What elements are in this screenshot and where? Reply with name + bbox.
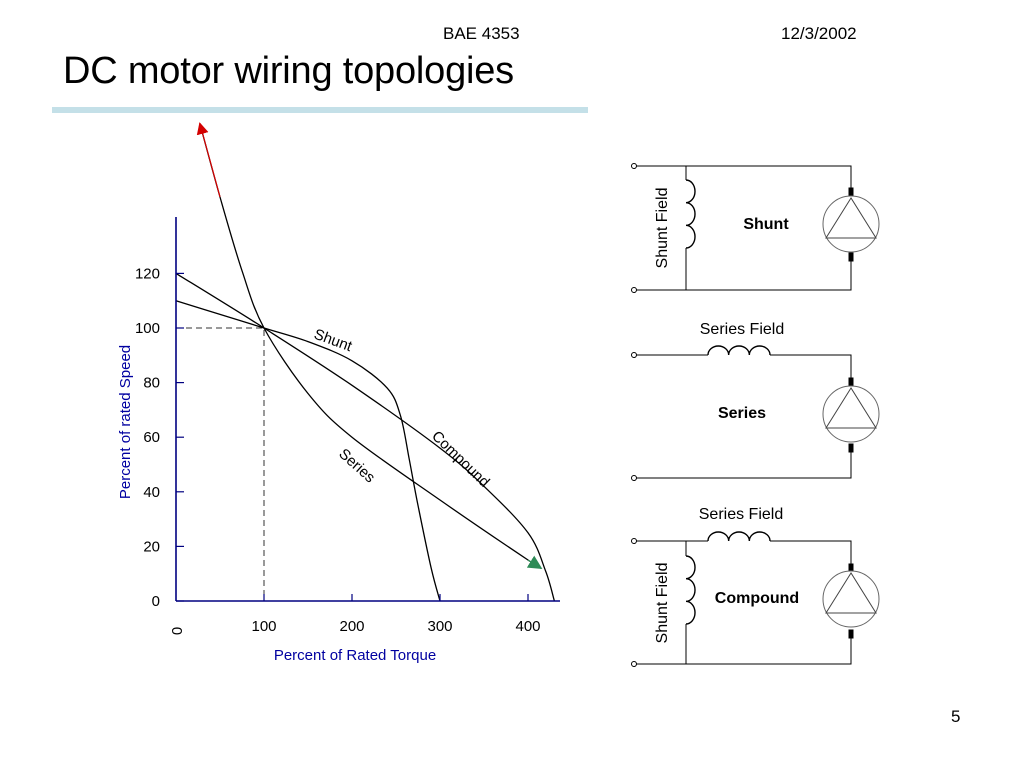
terminal xyxy=(631,661,637,667)
x-tick-label: 400 xyxy=(515,618,540,635)
y-tick-label: 40 xyxy=(143,484,160,501)
chart-curves xyxy=(175,122,556,602)
page-number: 5 xyxy=(951,707,961,726)
shunt-field-label: Shunt Field xyxy=(654,563,671,644)
curve-series xyxy=(196,122,542,569)
y-tick-label: 60 xyxy=(143,429,160,446)
series-coil xyxy=(707,531,771,542)
shunt-field-label: Shunt Field xyxy=(654,188,671,269)
slide-date: 12/3/2002 xyxy=(781,24,857,43)
x-axis-title: Percent of Rated Torque xyxy=(274,647,436,664)
wire xyxy=(636,634,852,665)
shunt-coil xyxy=(685,555,696,625)
terminal xyxy=(631,352,637,358)
brush xyxy=(848,187,854,197)
brush xyxy=(848,377,854,387)
brush xyxy=(848,629,854,639)
wire xyxy=(636,354,852,382)
series-end-arrow xyxy=(526,555,543,569)
series-field-label: Series Field xyxy=(699,506,783,523)
x-tick-label: 0 xyxy=(169,627,186,635)
motor-triangle-icon xyxy=(825,572,877,614)
course-code: BAE 4353 xyxy=(443,24,520,43)
wire xyxy=(636,448,852,479)
y-tick-label: 120 xyxy=(135,265,160,282)
y-tick-label: 20 xyxy=(143,538,160,555)
y-tick-label: 80 xyxy=(143,375,160,392)
series-arrow-shaft xyxy=(199,123,221,198)
diagram-title-shunt: Shunt xyxy=(743,216,789,233)
x-tick-label: 200 xyxy=(339,618,364,635)
terminal xyxy=(631,287,637,293)
curve-compound xyxy=(175,272,556,602)
y-tick-label: 100 xyxy=(135,320,160,337)
diagram-title-compound: Compound xyxy=(715,590,799,607)
title-underline xyxy=(52,107,588,113)
wire xyxy=(636,256,852,291)
terminal xyxy=(631,163,637,169)
y-tick-label: 0 xyxy=(152,593,160,610)
x-tick-label: 100 xyxy=(251,618,276,635)
series-field-label: Series Field xyxy=(700,321,784,338)
motor-triangle-icon xyxy=(825,197,877,239)
wire xyxy=(636,540,852,568)
brush xyxy=(848,252,854,262)
curve-shunt xyxy=(175,300,441,602)
diagram-shunt xyxy=(631,163,880,293)
wire xyxy=(636,165,852,193)
diagram-title-series: Series xyxy=(718,405,766,422)
terminal xyxy=(631,475,637,481)
motor-triangle-icon xyxy=(825,387,877,429)
terminal xyxy=(631,538,637,544)
diagram-series xyxy=(631,345,880,481)
shunt-coil xyxy=(685,179,696,249)
curve-label-compound: Compound xyxy=(428,428,493,491)
x-tick-label: 300 xyxy=(427,618,452,635)
y-axis-title: Percent of rated Speed xyxy=(117,345,134,499)
brush xyxy=(848,443,854,453)
diagram-compound xyxy=(631,531,880,667)
slide-title: DC motor wiring topologies xyxy=(63,50,514,92)
chart-axes: 0 20 40 60 80 100 120 0 100 200 300 400 xyxy=(135,217,560,635)
rated-point-guide xyxy=(176,327,265,601)
series-coil xyxy=(707,345,771,356)
